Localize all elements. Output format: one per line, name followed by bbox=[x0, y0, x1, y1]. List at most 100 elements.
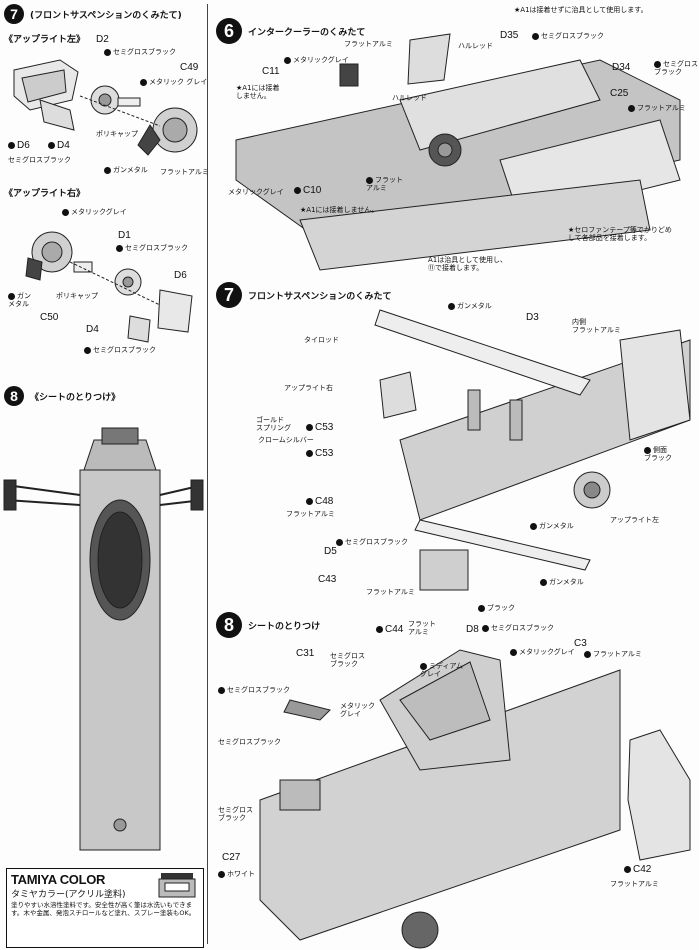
column-divider bbox=[207, 4, 208, 944]
upright-right-heading: 《アップライト右》 bbox=[4, 189, 86, 199]
part-d35: D35 bbox=[500, 30, 519, 41]
step-number: 8 bbox=[4, 386, 24, 406]
part-c42: C42 bbox=[624, 864, 651, 875]
label-semi-gloss-black-r: セミグロスブラック bbox=[116, 244, 188, 252]
label-gunmetal-bottom: ガンメタル bbox=[540, 578, 584, 586]
label-medium-grey: ミディアム グレイ bbox=[420, 662, 464, 678]
label-gunmetal-top: ガンメタル bbox=[448, 302, 492, 310]
step-title: (フロントサスペンションのくみたて) bbox=[30, 10, 182, 21]
label-d34-color: セミグロス ブラック bbox=[654, 60, 698, 76]
part-d4-r: D4 bbox=[86, 324, 99, 335]
part-d6-r: D6 bbox=[174, 270, 187, 281]
part-d4: D4 bbox=[48, 140, 70, 151]
label-c27-color: ホワイト bbox=[218, 870, 255, 878]
part-d3: D3 bbox=[526, 312, 539, 323]
label-poly-cap: ポリキャップ bbox=[96, 130, 138, 138]
step-title: インタークーラーのくみたて bbox=[248, 27, 366, 38]
tamiya-color-box: TAMIYA COLOR タミヤカラー(アクリル塗料) 塗りやすい水溶性塗料です… bbox=[6, 868, 204, 948]
part-c27: C27 bbox=[222, 852, 241, 863]
part-c44: C44 bbox=[376, 624, 403, 635]
upright-left-heading: 《アップライト左》 bbox=[4, 35, 86, 45]
label-c31-color: セミグロスブラック bbox=[218, 686, 290, 694]
label-c25-color: フラットアルミ bbox=[628, 104, 686, 112]
label-metallic-grey-r: メタリックグレイ bbox=[62, 208, 127, 216]
part-c50: C50 bbox=[40, 312, 59, 323]
step-title: フロントサスペンションのくみたて bbox=[248, 291, 392, 302]
step8-left-header: 8 《シートのとりつけ》 bbox=[4, 386, 120, 406]
label-metallic-grey: メタリックグレイ bbox=[284, 56, 349, 64]
label-semi-gloss-black1: セミグロス ブラック bbox=[330, 652, 365, 668]
step7-left-header: 7 (フロントサスペンションのくみたて) bbox=[4, 4, 182, 24]
label-semi-gloss-black2: セミグロスブラック bbox=[218, 738, 281, 746]
label-c3-color2: フラットアルミ bbox=[584, 650, 642, 658]
note-a1-no-glue-bottom: ★A1には接着しません。 bbox=[300, 206, 379, 214]
part-c3: C3 bbox=[574, 638, 587, 649]
step-title: シートのとりつけ bbox=[248, 621, 321, 632]
step6-top-note: ★A1は接着せずに治具として使用します。 bbox=[514, 6, 648, 14]
label-poly-cap-r: ポリキャップ bbox=[56, 292, 98, 300]
label-flat-aluminum: フラットアルミ bbox=[160, 168, 209, 176]
label-metallic-grey: メタリック グレイ bbox=[340, 702, 375, 718]
note-a1-jig: A1は治具として使用し、 ⑪で接着します。 bbox=[428, 256, 508, 272]
part-d5: D5 bbox=[324, 546, 337, 557]
left-column-drawings bbox=[3, 59, 204, 851]
note-a1-no-glue-top: ★A1には接着 しません。 bbox=[236, 84, 280, 100]
part-c49: C49 bbox=[180, 62, 199, 73]
label-tie-rod: タイロッド bbox=[304, 336, 339, 344]
part-c31: C31 bbox=[296, 648, 315, 659]
step-title: 《シートのとりつけ》 bbox=[30, 392, 121, 403]
label-d8-color: セミグロスブラック bbox=[482, 624, 554, 632]
step-number: 7 bbox=[4, 4, 24, 24]
step-number: 8 bbox=[216, 612, 242, 638]
label-metallic-grey: メタリック グレイ bbox=[140, 78, 207, 86]
part-c25: C25 bbox=[610, 88, 629, 99]
label-semi-gloss-black3: セミグロス ブラック bbox=[218, 806, 253, 822]
label-side-black: 側面 ブラック bbox=[644, 446, 672, 462]
label-c3-color1: メタリックグレイ bbox=[510, 648, 575, 656]
label-flat-aluminum-mid: フラット アルミ bbox=[366, 176, 403, 192]
part-c53b: C53 bbox=[306, 448, 333, 459]
label-semi-gloss-black-bottom: セミグロスブラック bbox=[8, 156, 71, 164]
label-c10-color: メタリックグレイ bbox=[228, 188, 284, 196]
label-inner-flat-al: 内側 フラットアルミ bbox=[572, 318, 621, 334]
label-semi-gloss-black-bottom-r: セミグロスブラック bbox=[84, 346, 156, 354]
paint-jar-icon bbox=[158, 873, 196, 898]
step-number: 7 bbox=[216, 282, 242, 308]
label-c44-color: フラット アルミ bbox=[408, 620, 436, 636]
tamiya-color-title: TAMIYA COLOR bbox=[11, 872, 106, 887]
label-c43-color: フラットアルミ bbox=[366, 588, 415, 596]
label-c48-color: フラットアルミ bbox=[286, 510, 335, 518]
step7-header: 7 フロントサスペンションのくみたて bbox=[216, 282, 392, 308]
part-c43: C43 bbox=[318, 574, 337, 585]
part-c10: C10 bbox=[294, 185, 321, 196]
label-semi-gloss-black: セミグロスブラック bbox=[104, 48, 176, 56]
label-hull-red: ハルレッド bbox=[458, 42, 493, 50]
tamiya-color-description: 塗りやすい水溶性塗料です。安全性が高く筆は水洗いもできます。木や金属、発泡スチロ… bbox=[11, 901, 196, 917]
part-d8: D8 bbox=[466, 624, 479, 635]
part-d2: D2 bbox=[96, 34, 109, 45]
label-upright-left: アップライト左 bbox=[610, 516, 659, 524]
label-hull-red-2: ハルレッド bbox=[392, 94, 427, 102]
part-d1: D1 bbox=[118, 230, 131, 241]
label-flat-aluminum-top: フラットアルミ bbox=[344, 40, 393, 48]
step8-header: 8 シートのとりつけ bbox=[216, 612, 320, 638]
note-cellophane: ★セロファンテープ等でかりどめ して各部品を接着します。 bbox=[568, 226, 672, 242]
part-c53a: C53 bbox=[306, 422, 333, 433]
part-c48: C48 bbox=[306, 496, 333, 507]
label-gunmetal: ガンメタル bbox=[104, 166, 148, 174]
label-chrome-silver: クロームシルバー bbox=[258, 436, 314, 444]
step6-header: 6 インタークーラーのくみたて bbox=[216, 18, 365, 44]
label-gold-spring: ゴールド スプリング bbox=[256, 416, 291, 432]
label-gunmetal-mid: ガンメタル bbox=[530, 522, 574, 530]
label-gunmetal-r: ガン メタル bbox=[8, 292, 31, 308]
step-number: 6 bbox=[216, 18, 242, 44]
label-c42-color: フラットアルミ bbox=[610, 880, 659, 888]
label-upright-right: アップライト右 bbox=[284, 384, 333, 392]
part-d6: D6 bbox=[8, 140, 30, 151]
label-d5-color: セミグロスブラック bbox=[336, 538, 408, 546]
label-black: ブラック bbox=[478, 604, 515, 612]
tamiya-color-subtitle: タミヤカラー(アクリル塗料) bbox=[11, 890, 126, 900]
part-d34: D34 bbox=[612, 62, 631, 73]
label-semi-gloss-black: セミグロスブラック bbox=[532, 32, 604, 40]
